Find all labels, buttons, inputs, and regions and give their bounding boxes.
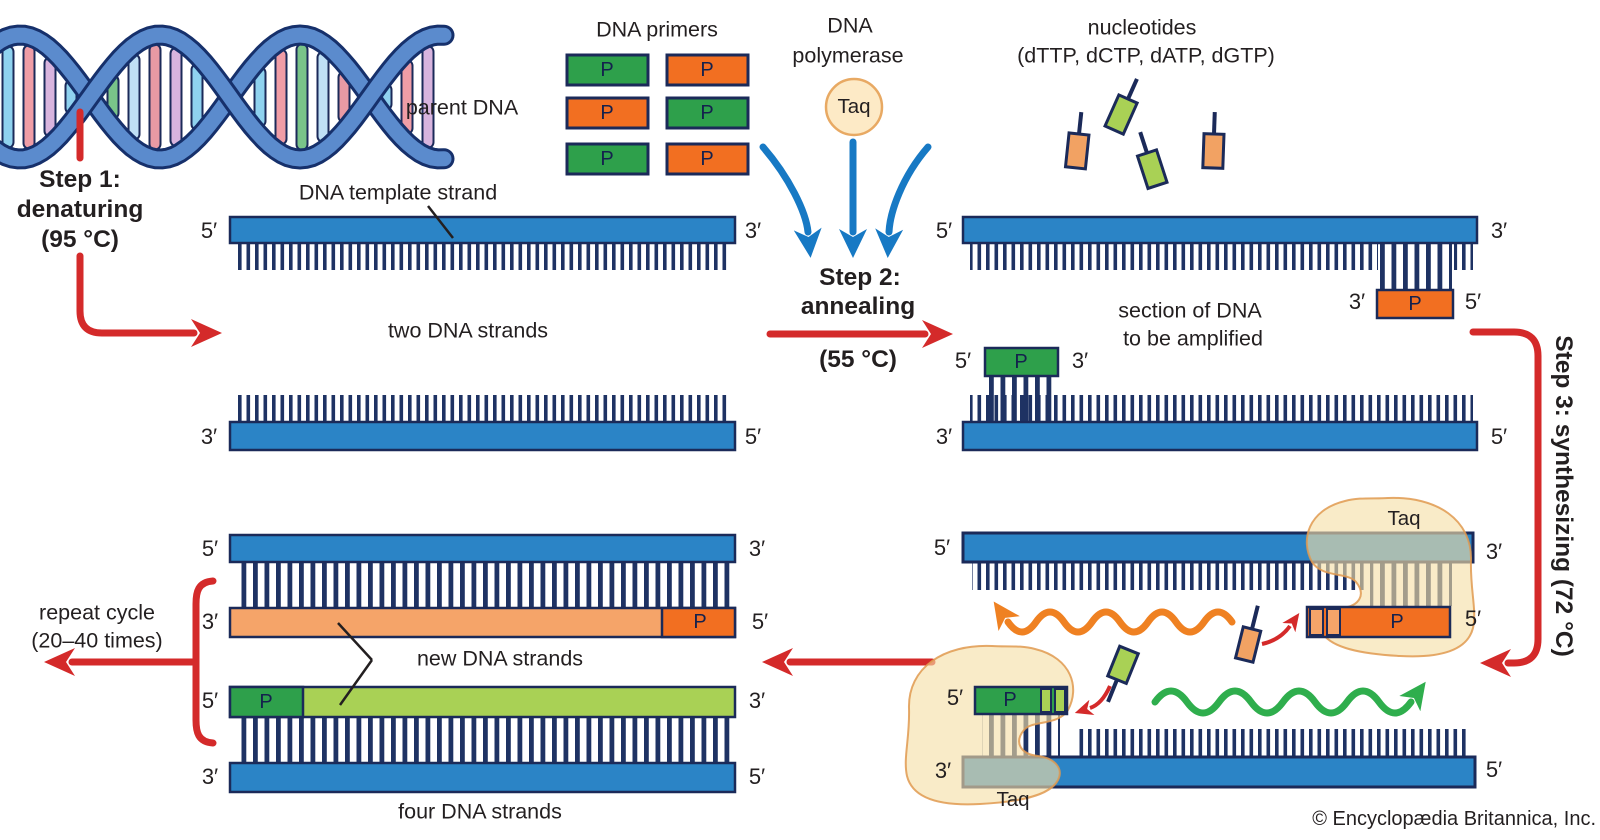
- extending-reverse-primer: [1305, 605, 1452, 639]
- prime-label: 3′: [748, 688, 766, 713]
- prime-label: 5′: [1464, 289, 1482, 314]
- primer-p-label: P: [1408, 293, 1422, 315]
- prime-label: 3′: [1348, 289, 1366, 314]
- prime-label: 3′: [201, 609, 219, 634]
- annealed-forward-primer: [983, 346, 1060, 378]
- primer-p-label: P: [600, 102, 614, 124]
- parent-dna-helix-illustration: [0, 24, 455, 170]
- repeat-cycle-label-line1: repeat cycle: [39, 600, 155, 625]
- template-strand-pointer-line: [427, 205, 454, 239]
- nucleotide-insert-arrow-green: [1074, 685, 1112, 715]
- taq-polymerase-circle: [824, 77, 884, 137]
- annealed-reverse-primer: [1375, 288, 1455, 320]
- four-dna-strands-label: four DNA strands: [398, 799, 562, 824]
- nucleotides-label-line1: nucleotides: [1087, 15, 1197, 40]
- primer-p-label: P: [600, 59, 614, 81]
- incoming-nucleotide-orange: [1233, 605, 1263, 665]
- new-strand-salmon: [228, 606, 737, 639]
- prime-label: 3′: [744, 218, 762, 243]
- prime-label: 5′: [201, 536, 219, 561]
- prime-label: 5′: [748, 764, 766, 789]
- prime-label: 5′: [946, 685, 964, 710]
- prime-label: 3′: [201, 764, 219, 789]
- reagent-arrow-right: [875, 143, 932, 258]
- new-strand-salmon-primer: [660, 606, 737, 639]
- prime-label: 3′: [934, 758, 952, 783]
- prime-label: 3′: [935, 424, 953, 449]
- section-amplified-label-line2: to be amplified: [1123, 326, 1263, 351]
- synthesis-wave-green: [1151, 681, 1426, 717]
- synthesis-section: [904, 496, 1477, 806]
- reagent-arrows: [759, 138, 932, 258]
- step3-title: Step 3: synthesizing (72 °C): [1550, 335, 1577, 657]
- prime-label: 3′: [200, 424, 218, 449]
- primer-p-label: P: [700, 148, 714, 170]
- prime-label: 5′: [744, 424, 762, 449]
- taq-blob-top-label: Taq: [1387, 506, 1421, 530]
- dna-polymerase-label-line2: polymerase: [792, 43, 904, 68]
- step3-arrow: [1469, 328, 1542, 677]
- step2-title-line3: (55 °C): [819, 345, 897, 373]
- taq-circle-label: Taq: [837, 94, 871, 118]
- primer-p-label: P: [1003, 689, 1017, 711]
- step2-title-line2: annealing: [800, 292, 916, 320]
- prime-label: 5′: [201, 688, 219, 713]
- step1-arrow: [76, 252, 222, 347]
- reagent-arrow-left: [759, 143, 822, 258]
- extending-forward-primer: [973, 685, 1069, 716]
- prime-label: 5′: [954, 348, 972, 373]
- dna-primers-label: DNA primers: [596, 17, 718, 42]
- primer-p-label: P: [600, 148, 614, 170]
- incoming-nucleotide-green: [1105, 644, 1141, 703]
- step1-title-line2: denaturing: [16, 195, 144, 223]
- new-strands-pointer-lines: [337, 622, 374, 706]
- step2-title-line1: Step 2:: [819, 263, 901, 291]
- prime-label: 5′: [1485, 757, 1503, 782]
- nucleotide-insert-arrow-orange: [1261, 612, 1300, 646]
- prime-label: 3′: [1071, 348, 1089, 373]
- new-strand-green-primer: [228, 685, 305, 719]
- primer-p-label: P: [700, 102, 714, 124]
- prime-label: 3′: [1490, 218, 1508, 243]
- prime-label: 5′: [933, 535, 951, 560]
- denatured-strands-left: [228, 205, 737, 452]
- step1-title-line1: Step 1:: [39, 165, 121, 193]
- primer-p-label: P: [259, 691, 273, 713]
- prime-label: 5′: [751, 609, 769, 634]
- repeat-cycle-bracket: [192, 577, 217, 747]
- prime-label: 3′: [1485, 539, 1503, 564]
- copyright-notice: © Encyclopædia Britannica, Inc.: [1312, 808, 1596, 830]
- prime-label: 3′: [748, 536, 766, 561]
- repeat-cycle-label-line2: (20–40 times): [31, 628, 163, 653]
- annealed-strands-right: [961, 215, 1479, 452]
- primer-p-label: P: [1014, 351, 1028, 373]
- prime-label: 5′: [1464, 606, 1482, 631]
- new-strand-green: [228, 685, 737, 719]
- four-strands-section: [228, 533, 737, 794]
- primer-p-label: P: [693, 611, 707, 633]
- step1-title-line3: (95 °C): [41, 225, 119, 253]
- prime-label: 5′: [200, 218, 218, 243]
- taq-enzyme-blob-bottom: [904, 644, 1075, 806]
- step-flow-arrows: [44, 108, 1542, 747]
- taq-blob-bottom-label: Taq: [996, 787, 1030, 811]
- section-amplified-label-line1: section of DNA: [1118, 298, 1262, 323]
- primer-p-label: P: [1390, 611, 1404, 633]
- free-nucleotides: [1063, 78, 1226, 191]
- prime-label: 5′: [1490, 424, 1508, 449]
- primer-p-label: P: [700, 59, 714, 81]
- nucleotides-label-line2: (dTTP, dCTP, dATP, dGTP): [1017, 43, 1275, 68]
- new-dna-strands-label: new DNA strands: [416, 646, 584, 671]
- parent-dna-label: parent DNA: [405, 95, 519, 120]
- synthesis-wave-orange: [993, 601, 1236, 636]
- dna-polymerase-label-line1: DNA: [827, 13, 873, 38]
- dna-template-strand-label: DNA template strand: [298, 180, 498, 205]
- prime-label: 5′: [935, 218, 953, 243]
- two-dna-strands-label: two DNA strands: [387, 318, 549, 343]
- dna-primers-stock: [565, 53, 750, 176]
